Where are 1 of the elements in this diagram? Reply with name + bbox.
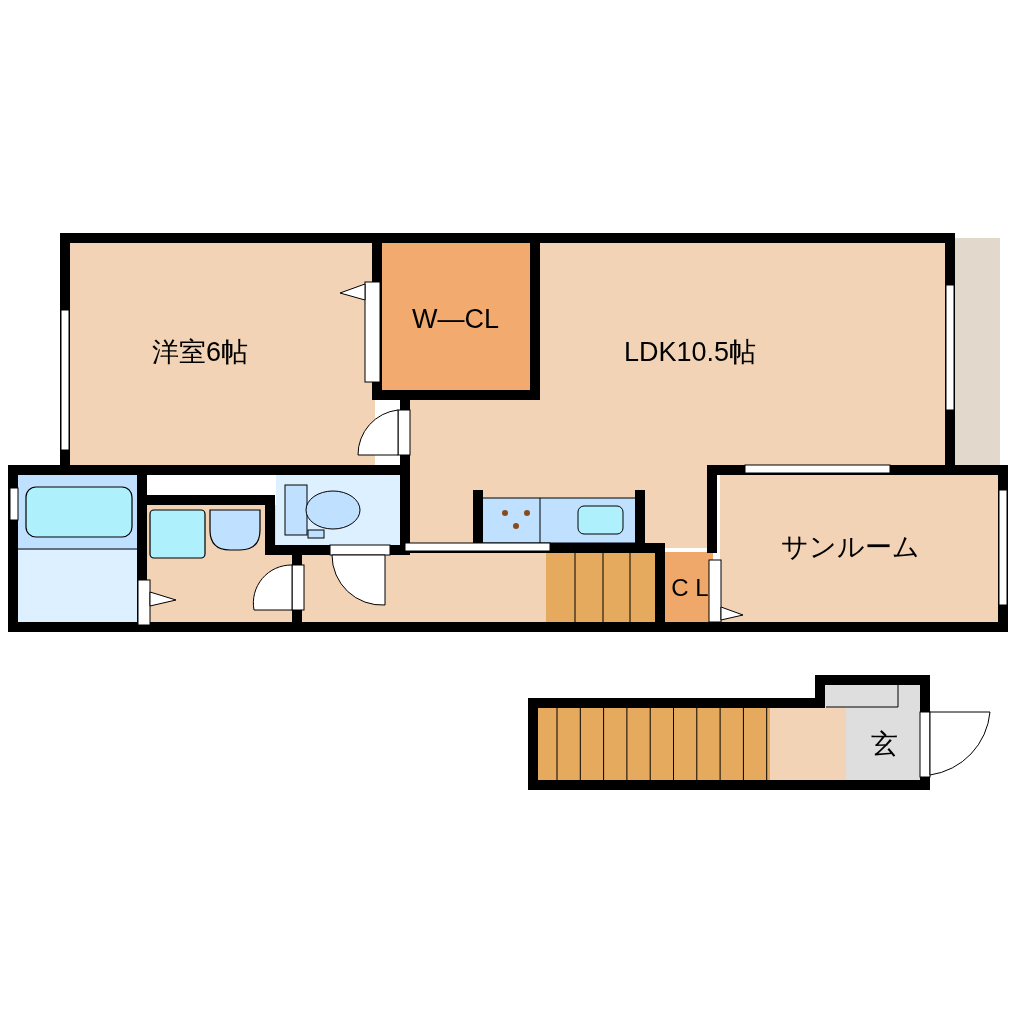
room-label: LDK10.5帖 xyxy=(590,320,790,385)
